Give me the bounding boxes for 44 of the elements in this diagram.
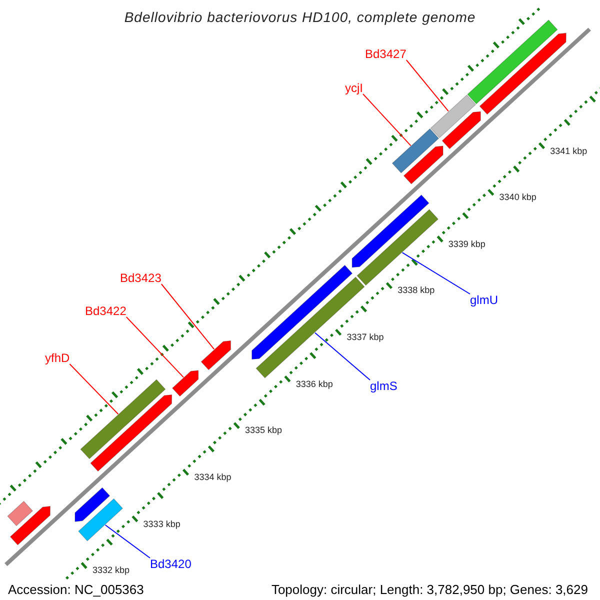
- gene-feature: [10, 506, 50, 546]
- title: Bdellovibrio bacteriovorus HD100, complete genome: [123, 10, 477, 24]
- scale-label: 3340 kbp: [499, 193, 536, 202]
- leader-line: [160, 284, 215, 350]
- scale-label: 3334 kbp: [194, 473, 232, 482]
- scale-label: 3341 kbp: [550, 146, 588, 156]
- gene-feature: [256, 276, 365, 378]
- scale-label: 3332 kbp: [92, 566, 130, 576]
- gene-feature: [78, 498, 124, 542]
- gene-label: glmS: [370, 380, 398, 392]
- leader-line: [314, 332, 370, 380]
- gene-feature: [430, 94, 476, 138]
- gene-feature: [392, 128, 440, 174]
- gene-label: Bd3420: [150, 558, 192, 570]
- gene-feature: [172, 370, 199, 397]
- scale-label: 3339 kbp: [448, 240, 486, 249]
- gene-label: Bd3423: [120, 272, 162, 284]
- gene-feature: [90, 394, 172, 472]
- leader-line: [126, 316, 184, 378]
- scale-label: 3337 kbp: [346, 333, 384, 342]
- gene-feature: [80, 379, 166, 460]
- gene-feature: [352, 194, 430, 268]
- scale-label: 3335 kbp: [245, 426, 282, 436]
- gene-label: glmU: [470, 294, 498, 306]
- genome-info-text: Topology: circular; Length: 3,782,950 bp; Genes: 3,629: [269, 582, 590, 597]
- gene-feature: [403, 146, 444, 184]
- scale-label: 3338 kbp: [398, 286, 435, 296]
- gene-label: Bd3422: [85, 305, 126, 317]
- gene-feature: [442, 111, 481, 150]
- leader-line: [69, 364, 119, 415]
- gene-feature: [74, 487, 110, 522]
- gene-feature: [356, 209, 439, 286]
- gene-feature: [7, 500, 34, 526]
- leader-line: [362, 94, 412, 146]
- gene-label: Bd3427: [365, 48, 406, 60]
- gene-label: yfhD: [45, 352, 70, 364]
- scale-label: 3333 kbp: [143, 520, 180, 529]
- leader-line: [406, 60, 449, 112]
- gene-feature: [200, 340, 231, 370]
- leader-line: [104, 524, 150, 558]
- leader-line: [402, 252, 470, 294]
- scale-label: 3336 kbp: [296, 380, 333, 389]
- gene-label: ycjI: [345, 82, 363, 94]
- gene-feature: [479, 32, 566, 115]
